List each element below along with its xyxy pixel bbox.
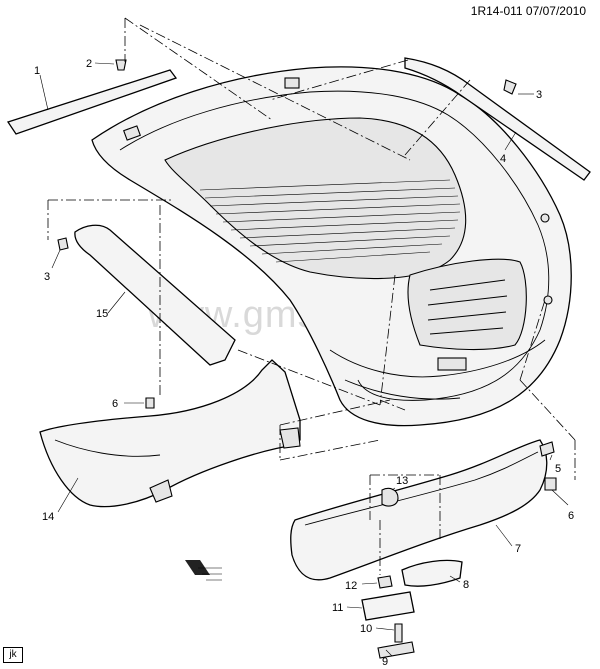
diagram-code: 1R14-011 07/07/2010 [470,4,586,18]
part-9-seal [377,641,415,659]
callout-6-right: 6 [568,510,574,522]
front-arrow-icon [185,560,222,581]
callout-14: 14 [42,511,54,523]
callout-2: 2 [86,58,92,70]
callout-13: 13 [396,475,408,487]
part-6-clip-left [145,397,155,409]
leader-lines [39,62,569,657]
callout-1: 1 [34,65,40,77]
part-11-bracket [361,591,415,621]
part-4-molding [404,57,591,181]
part-7-lower-panel [290,439,548,581]
part-8-handle [401,559,463,587]
liftgate-assembly [91,66,572,427]
callout-3-left: 3 [44,271,50,283]
part-3-clip-left [57,237,69,251]
callout-numbers: 1 2 3 4 3 15 6 14 13 5 6 7 12 8 11 10 9 [34,58,574,668]
callout-7: 7 [515,543,521,555]
callout-12: 12 [345,580,357,592]
part-14-lower-trim [39,359,301,508]
callout-9: 9 [382,656,388,668]
callout-5: 5 [555,463,561,475]
part-12-grommet [377,575,393,589]
part-13-cap [381,487,399,507]
reference-lines [47,17,576,575]
part-6-fastener-right [544,477,557,491]
callout-10: 10 [360,623,372,635]
callout-8: 8 [463,579,469,591]
part-5-fastener [539,441,555,457]
callout-3-right: 3 [536,89,542,101]
part-1-molding [6,69,178,135]
callout-15: 15 [96,308,108,320]
part-2-clip [115,59,127,71]
callout-4: 4 [500,153,506,165]
callout-11: 11 [332,602,343,614]
callout-6-left: 6 [112,398,118,410]
part-3-clip-right [503,79,517,95]
corner-tag: jk [3,647,23,663]
part-15-side-trim [74,224,236,366]
part-10-bolt [394,623,403,643]
